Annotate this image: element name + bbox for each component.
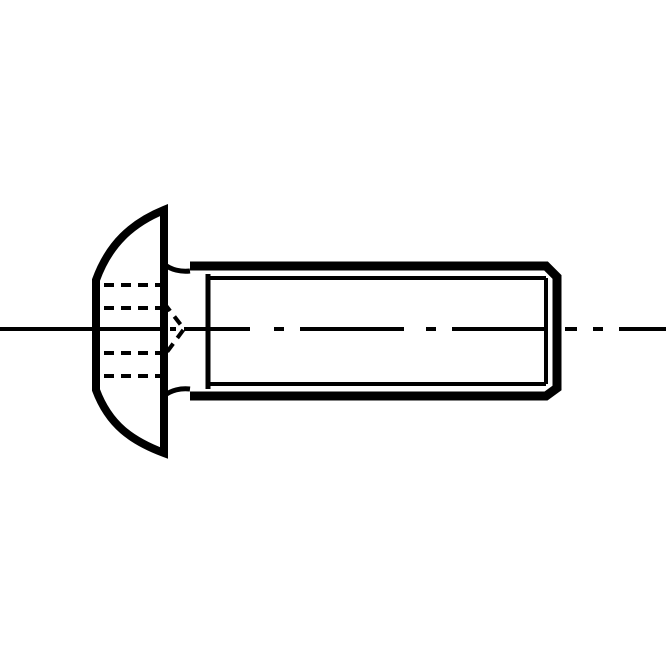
shank-major-diameter-outline xyxy=(190,261,562,401)
button-head-dome-outline xyxy=(92,204,168,459)
head-to-shank-fillet-top xyxy=(162,262,191,274)
head-to-shank-fillet-bottom xyxy=(162,386,191,398)
threaded-shank xyxy=(190,261,562,401)
screw-head xyxy=(92,204,191,459)
hex-socket-hidden-lines xyxy=(104,283,187,378)
socket-cone-tip xyxy=(162,301,187,358)
